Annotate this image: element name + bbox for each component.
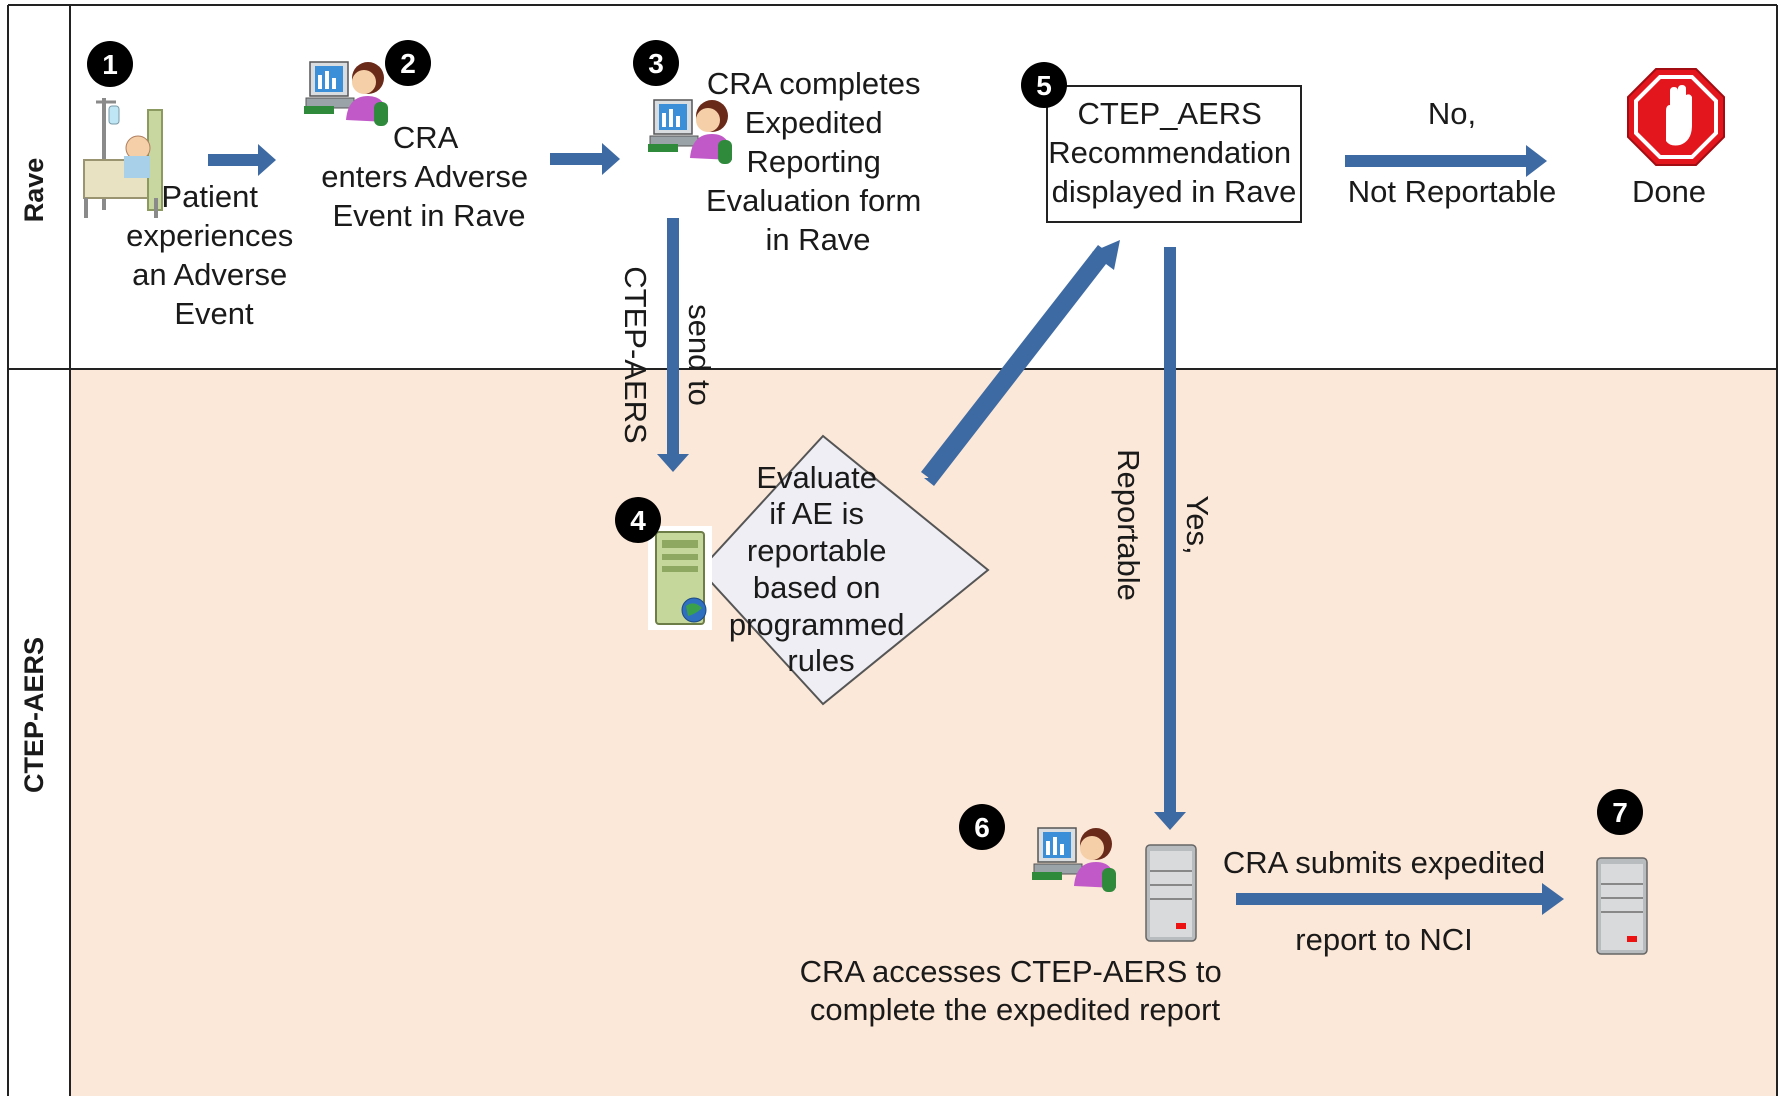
arrow-step6-to-step7 (1236, 883, 1564, 915)
step-4-number: 4 (630, 505, 646, 536)
lane-header-column (8, 5, 70, 1096)
arrow-step3-to-step4 (657, 218, 689, 472)
arrow-reportable (1154, 247, 1186, 830)
step-4-line-2: if AE is (769, 496, 864, 531)
step-6-badge: 6 (959, 804, 1005, 850)
decision-diamond (698, 434, 990, 706)
step-6-line-1: CRA accesses CTEP-AERS to (800, 954, 1222, 989)
edge-label-submit-top: CRA submits expedited (1223, 845, 1545, 880)
recommendation-box (1046, 85, 1302, 223)
step-3-line-3: Reporting (746, 144, 880, 179)
step-1-line-3: an Adverse (132, 257, 287, 292)
step-5-number: 5 (1036, 70, 1052, 101)
step-4-line-3: reportable (747, 533, 887, 568)
step-1-line-4: Event (174, 296, 254, 331)
step-3-line-1: CRA completes (707, 66, 921, 101)
step-4-label: Evaluate if AE is reportable based on pr… (729, 460, 913, 678)
step-3-line-2: Expedited (745, 105, 883, 140)
step-4-line-5: programmed (729, 607, 905, 642)
step-1-label: Patient experiences an Adverse Event (126, 179, 302, 331)
step-2-badge: 2 (385, 40, 431, 86)
step-1-number: 1 (102, 49, 118, 80)
rave-lane (8, 5, 1777, 369)
step-3-badge: 3 (633, 40, 679, 86)
step-5-line-3: displayed in Rave (1052, 174, 1297, 209)
step-2-number: 2 (400, 48, 416, 79)
arrow-step4-to-step5-shaft (921, 245, 1110, 481)
server-icon (1145, 844, 1197, 942)
step-2-line-1: CRA (393, 120, 459, 155)
arrow-step2-to-step3 (550, 143, 620, 175)
server-icon (1596, 857, 1648, 955)
step-2-line-3: Event in Rave (333, 198, 526, 233)
step-4-line-1: Evaluate (756, 460, 877, 495)
lane-title-ctep-aers: CTEP-AERS (19, 637, 49, 793)
done-label: Done (1632, 174, 1706, 209)
step-5-badge: 5 (1021, 62, 1067, 108)
edge-label-no: No, (1428, 96, 1476, 131)
lane-title-rave: Rave (19, 158, 49, 223)
step-7-number: 7 (1612, 797, 1628, 828)
step-1-line-1: Patient (161, 179, 258, 214)
edge-label-not-reportable: Not Reportable (1348, 174, 1557, 209)
server-icon (648, 526, 712, 630)
step-4-line-6: rules (787, 643, 854, 678)
arrow-not-reportable (1345, 145, 1547, 177)
stop-sign-icon (1627, 68, 1725, 166)
step-6-line-2: complete the expedited report (810, 992, 1221, 1027)
step-7-badge: 7 (1597, 789, 1643, 835)
step-3-line-5: in Rave (765, 222, 870, 257)
step-5-line-1: CTEP_AERS (1078, 96, 1262, 131)
hospital-bed-icon (83, 98, 163, 218)
step-2-label: CRA enters Adverse Event in Rave (321, 120, 536, 233)
step-4-badge: 4 (615, 497, 661, 543)
edge-label-submit-bottom: report to NCI (1295, 922, 1472, 957)
step-4-line-4: based on (753, 570, 881, 605)
step-3-line-4: Evaluation form (706, 183, 921, 218)
ctep-aers-lane (70, 369, 1777, 1096)
edge-label-send-to: send to (682, 304, 717, 406)
step-2-line-2: enters Adverse (321, 159, 528, 194)
step-6-number: 6 (974, 812, 990, 843)
step-1-badge: 1 (87, 41, 133, 87)
edge-label-ctep-aers: CTEP-AERS (618, 266, 653, 443)
arrow-step1-to-step2 (208, 144, 276, 176)
step-1-line-2: experiences (126, 218, 293, 253)
step-3-label: CRA completes Expedited Reporting Evalua… (706, 66, 930, 257)
step-3-number: 3 (648, 48, 664, 79)
step-5-line-2: Recommendation (1048, 135, 1291, 170)
edge-label-reportable: Reportable (1111, 449, 1146, 601)
step-6-label: CRA accesses CTEP-AERS to complete the e… (800, 954, 1231, 1027)
step-5-label: CTEP_AERS Recommendation displayed in Ra… (1048, 96, 1300, 209)
edge-label-yes: Yes, (1180, 495, 1215, 554)
